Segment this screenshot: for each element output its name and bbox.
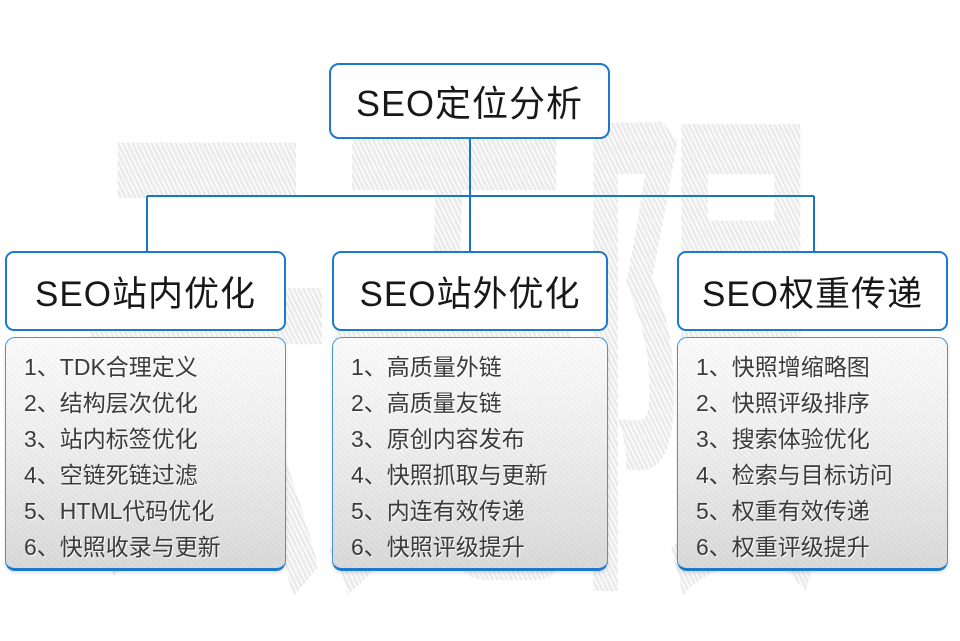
onsite-item-list: 1、TDK合理定义 2、结构层次优化 3、站内标签优化 4、空链死链过滤 5、H… — [24, 349, 277, 565]
list-item: 4、空链死链过滤 — [24, 462, 198, 488]
branch-panel-onsite: 1、TDK合理定义 2、结构层次优化 3、站内标签优化 4、空链死链过滤 5、H… — [5, 337, 286, 571]
branch-title: SEO权重传递 — [702, 274, 923, 314]
list-item: 5、内连有效传递 — [351, 498, 525, 524]
list-item: 4、快照抓取与更新 — [351, 462, 548, 488]
branch-weight-transfer: SEO权重传递 1、快照增缩略图 2、快照评级排序 3、搜索体验优化 4、检索与… — [677, 251, 948, 571]
branch-panel-weight: 1、快照增缩略图 2、快照评级排序 3、搜索体验优化 4、检索与目标访问 5、权… — [677, 337, 948, 571]
branch-header-weight: SEO权重传递 — [677, 251, 948, 331]
offsite-item-list: 1、高质量外链 2、高质量友链 3、原创内容发布 4、快照抓取与更新 5、内连有… — [351, 349, 599, 565]
list-item: 1、快照增缩略图 — [696, 354, 870, 380]
list-item: 2、结构层次优化 — [24, 390, 198, 416]
list-item: 5、权重有效传递 — [696, 498, 870, 524]
list-item: 1、TDK合理定义 — [24, 354, 198, 380]
list-item: 2、快照评级排序 — [696, 390, 870, 416]
list-item: 1、高质量外链 — [351, 354, 502, 380]
root-node-title: SEO定位分析 — [355, 83, 584, 124]
list-item: 2、高质量友链 — [351, 390, 502, 416]
branch-title: SEO站内优化 — [35, 274, 256, 314]
list-item: 3、原创内容发布 — [351, 426, 525, 452]
branch-title: SEO站外优化 — [359, 274, 581, 314]
branch-panel-offsite: 1、高质量外链 2、高质量友链 3、原创内容发布 4、快照抓取与更新 5、内连有… — [332, 337, 608, 571]
root-node-seo-positioning: SEO定位分析 — [329, 63, 610, 139]
list-item: 6、快照评级提升 — [351, 534, 525, 560]
list-item: 5、HTML代码优化 — [24, 498, 215, 524]
branch-header-onsite: SEO站内优化 — [5, 251, 286, 331]
weight-item-list: 1、快照增缩略图 2、快照评级排序 3、搜索体验优化 4、检索与目标访问 5、权… — [696, 349, 939, 565]
list-item: 3、站内标签优化 — [24, 426, 198, 452]
branch-offsite-optimization: SEO站外优化 1、高质量外链 2、高质量友链 3、原创内容发布 4、快照抓取与… — [332, 251, 608, 571]
branch-header-offsite: SEO站外优化 — [332, 251, 608, 331]
list-item: 4、检索与目标访问 — [696, 462, 893, 488]
branch-onsite-optimization: SEO站内优化 1、TDK合理定义 2、结构层次优化 3、站内标签优化 4、空链… — [5, 251, 286, 571]
list-item: 3、搜索体验优化 — [696, 426, 870, 452]
list-item: 6、快照收录与更新 — [24, 534, 221, 560]
list-item: 6、权重评级提升 — [696, 534, 870, 560]
